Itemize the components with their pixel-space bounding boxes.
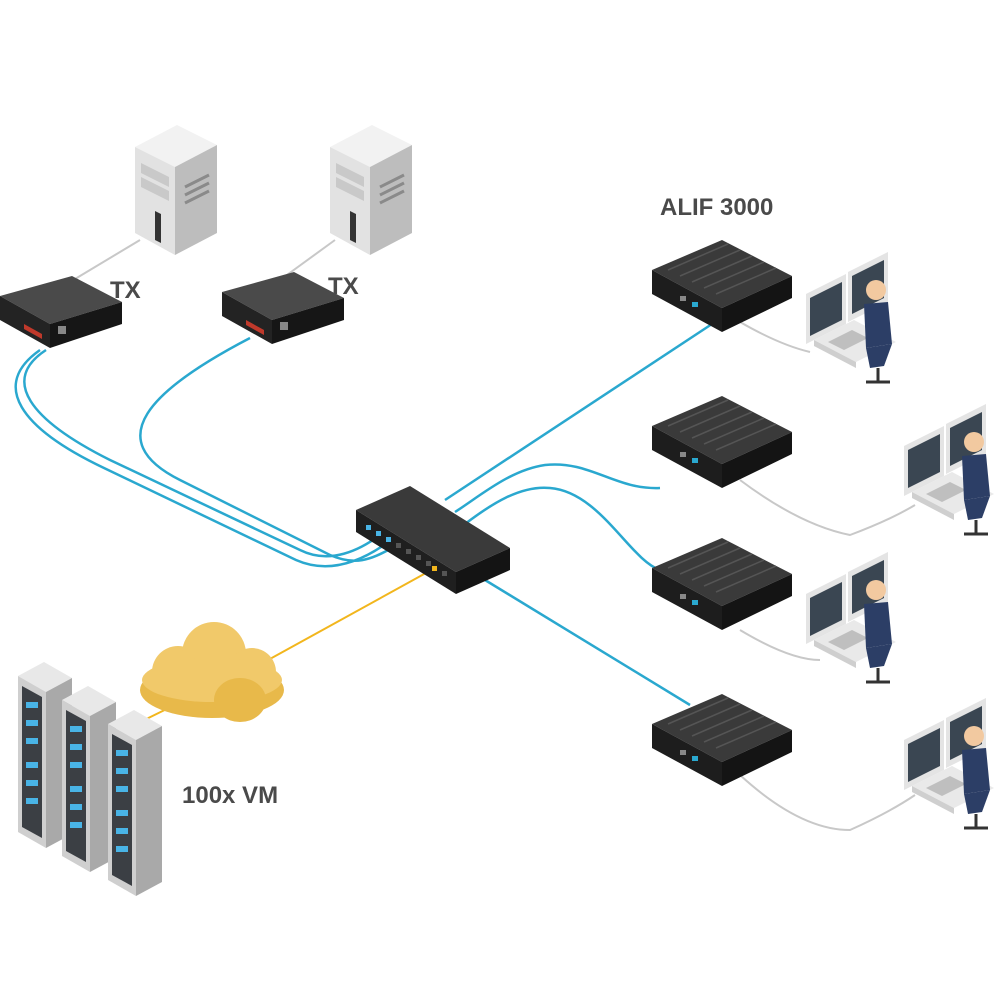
video-link-2 bbox=[739, 479, 916, 537]
tower-pc-icon bbox=[328, 123, 414, 257]
receiver-title-label: ALIF 3000 bbox=[660, 194, 774, 221]
fiber-rx-2 bbox=[454, 463, 661, 514]
source-links bbox=[69, 239, 336, 283]
operator-workstation-icon bbox=[902, 696, 996, 830]
kvm-transmitter-icon bbox=[0, 276, 122, 348]
source-link-right bbox=[279, 239, 336, 281]
server-rack-icon bbox=[108, 710, 162, 896]
fiber-rx-3 bbox=[464, 486, 661, 572]
video-link-3 bbox=[739, 629, 821, 661]
kvm-receiver-icon bbox=[651, 239, 793, 333]
kvm-receiver-icon bbox=[651, 537, 793, 631]
tx-left-label: TX bbox=[110, 277, 141, 304]
operator-workstation-icon bbox=[804, 550, 898, 684]
fiber-rx-1 bbox=[444, 320, 716, 502]
kvm-transmitter-icon bbox=[222, 272, 344, 344]
operator-workstation-icon bbox=[902, 402, 996, 536]
source-link-left bbox=[69, 239, 141, 283]
fiber-links bbox=[14, 320, 716, 707]
tx-right-label: TX bbox=[328, 273, 359, 300]
kvm-receiver-icon bbox=[651, 395, 793, 489]
operator-workstation-icon bbox=[804, 250, 898, 384]
fiber-tx-left-b bbox=[14, 348, 385, 568]
video-links bbox=[739, 321, 916, 832]
kvm-receiver-icon bbox=[651, 693, 793, 787]
vm-group-label: 100x VM bbox=[182, 782, 279, 809]
network-switch-icon bbox=[356, 486, 510, 594]
tower-pc-icon bbox=[133, 123, 219, 257]
fiber-rx-4 bbox=[484, 578, 691, 707]
server-rack-icon bbox=[62, 686, 116, 872]
video-link-1 bbox=[739, 321, 811, 353]
video-link-4 bbox=[739, 774, 916, 832]
fiber-tx-left-a bbox=[23, 348, 381, 558]
fiber-tx-right-a bbox=[139, 336, 393, 562]
cloud-icon bbox=[140, 622, 284, 722]
